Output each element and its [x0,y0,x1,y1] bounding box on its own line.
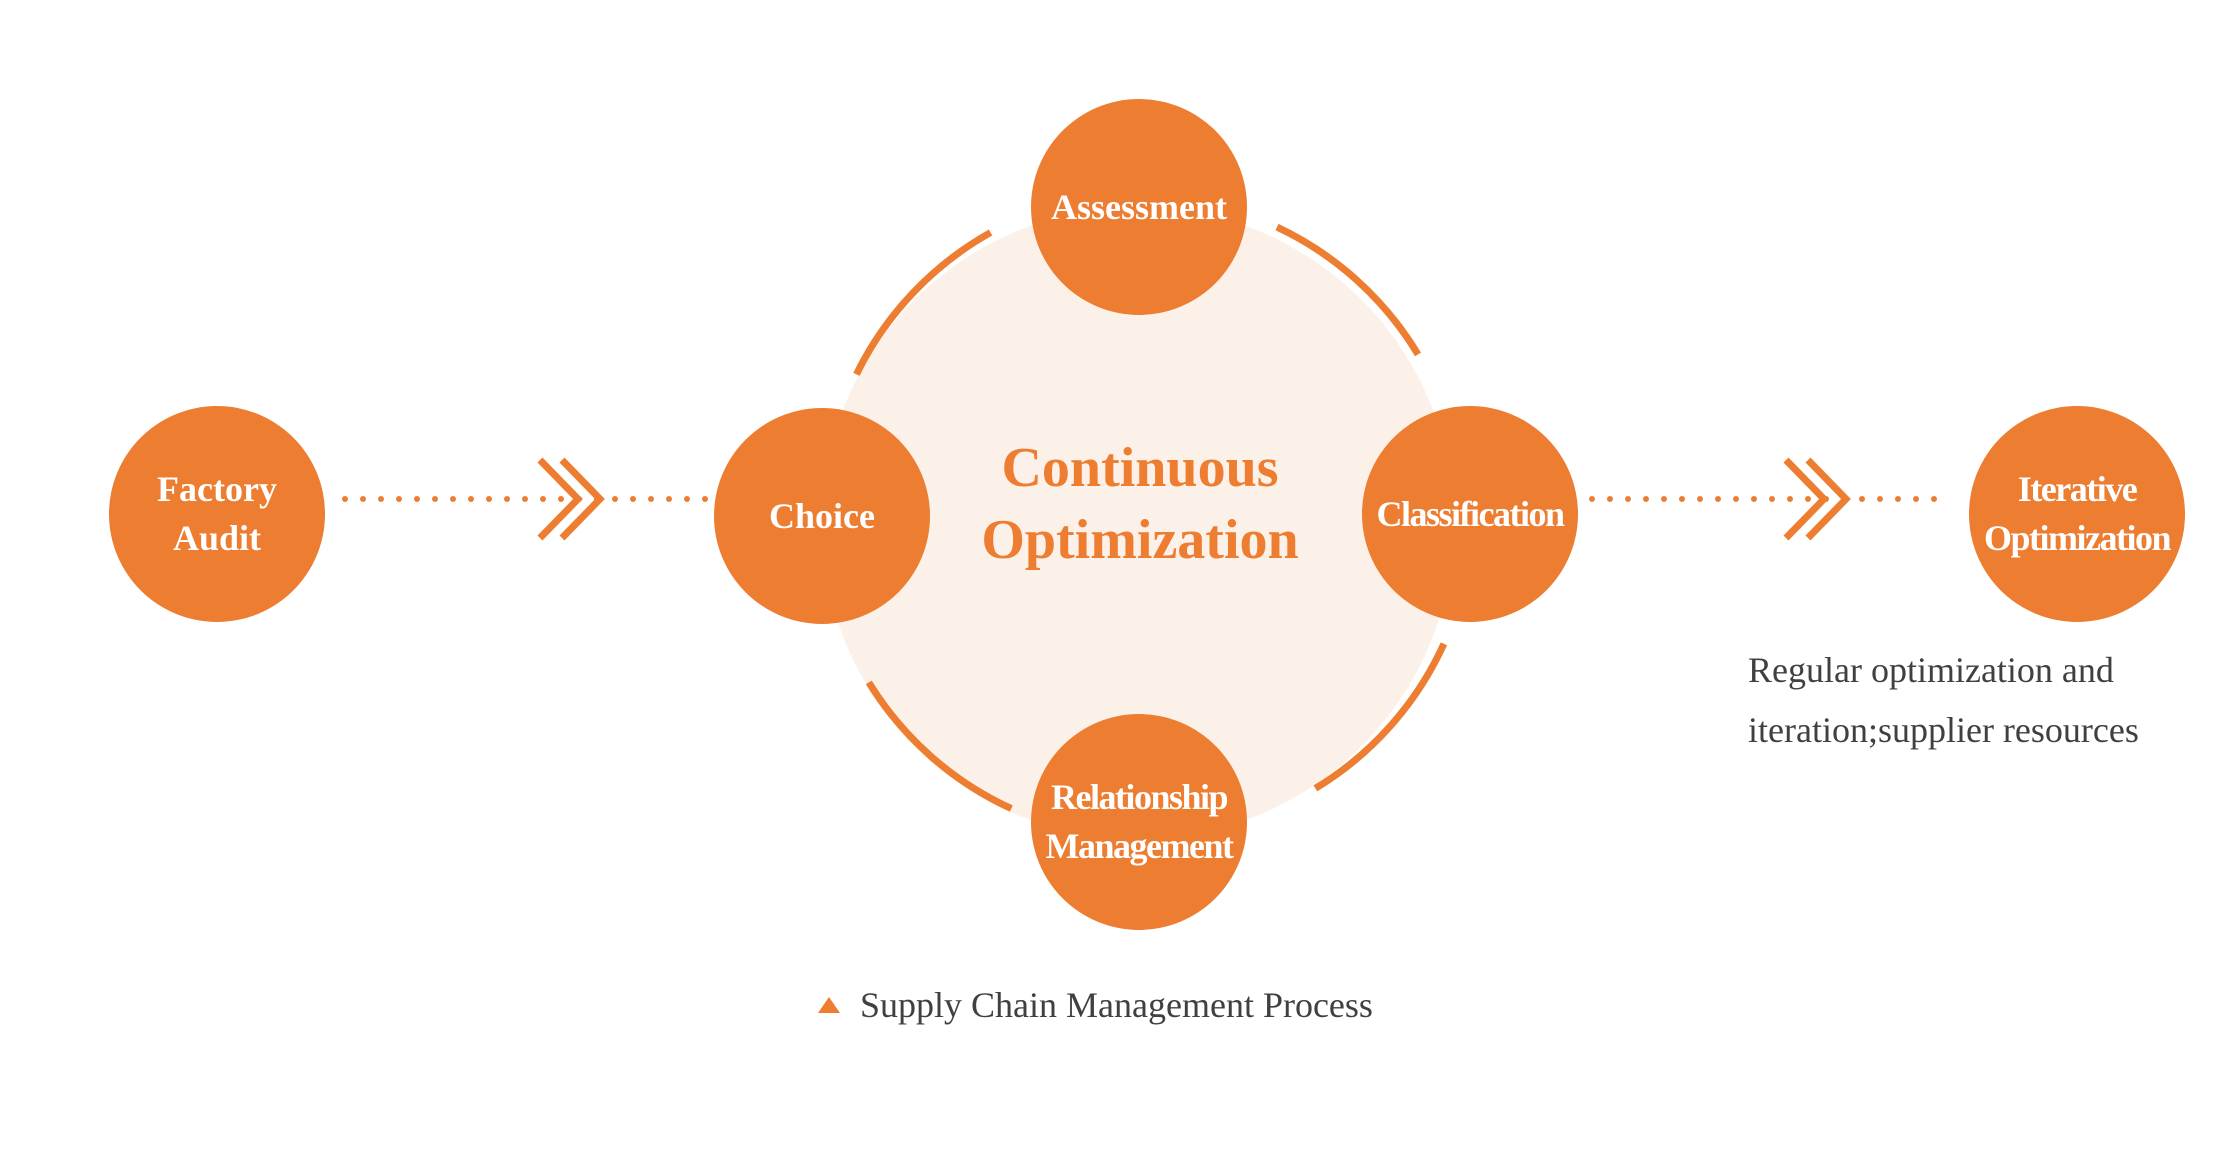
note-line: Regular optimization and [1748,650,2114,690]
caption-text: Supply Chain Management Process [860,985,1373,1025]
node-factory-audit: Factory Audit [109,406,325,622]
node-label-line: Assessment [1051,186,1227,227]
node-label-line: Optimization [1984,518,2172,558]
double-chevron-right-icon-left [537,457,605,541]
ring-arc-top-right [1275,223,1421,357]
node-label-line: Choice [769,495,875,536]
node-iterative-optimization: Iterative Optimization [1969,406,2185,622]
center-title-line: Continuous [1001,437,1279,499]
iteration-note: Regular optimization and iteration;suppl… [1748,640,2218,760]
node-label-line: Iterative [2017,469,2138,510]
ring-arc-bottom-left [865,680,1013,812]
node-label-line: Factory [157,469,277,510]
figure-caption: Supply Chain Management Process [818,980,1373,1030]
note-line: iteration;supplier resources [1748,710,2139,750]
center-title: Continuous Optimization [840,432,1440,576]
node-label-line: Classification [1376,493,1565,534]
center-title-line: Optimization [981,509,1299,571]
node-choice: Choice [714,408,930,624]
node-assessment: Assessment [1031,99,1247,315]
triangle-up-icon [818,997,840,1013]
node-relationship-management: Relationship Management [1031,714,1247,930]
center-disc [822,207,1454,839]
ring-arc-top-left [853,229,993,376]
node-label-line: Relationship [1050,777,1229,818]
node-classification: Classification [1362,406,1578,622]
node-label-line: Management [1045,826,1234,866]
node-label-line: Audit [172,518,262,558]
double-chevron-right-icon-right [1783,457,1851,541]
ring-arc-bottom-right [1313,642,1448,792]
